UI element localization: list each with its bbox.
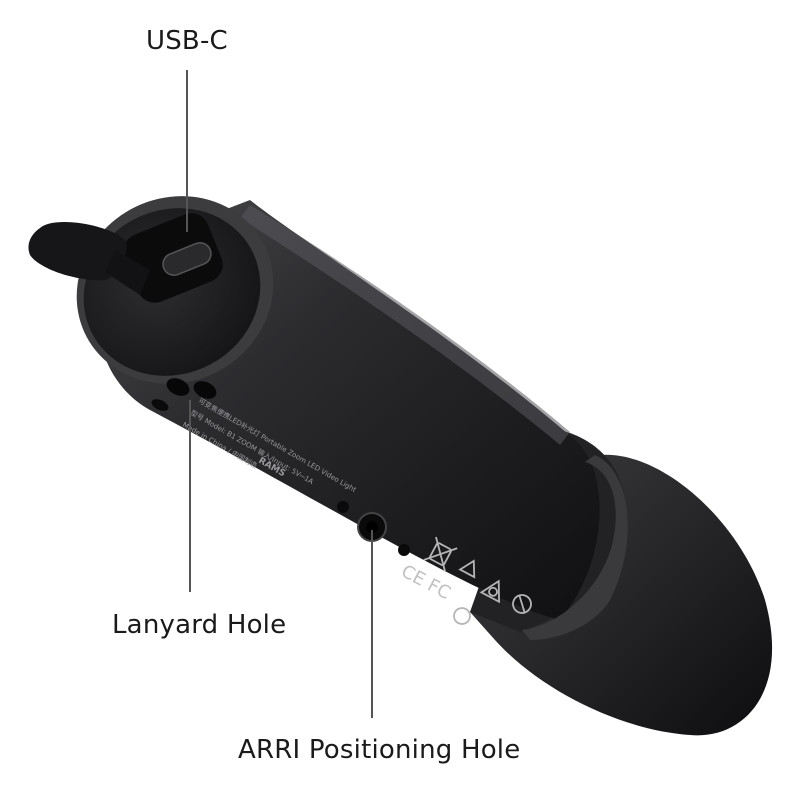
ukca-icon — [453, 607, 471, 625]
usb-c-label: USB-C — [146, 26, 228, 56]
lanyard-holes — [151, 378, 217, 411]
lanyard-hole-label: Lanyard Hole — [112, 610, 287, 640]
weee-bin-icon — [423, 536, 458, 572]
no-flame-icon — [512, 594, 532, 614]
arri-positioning-hole-label: ARRI Positioning Hole — [238, 735, 521, 765]
usb-c-port — [123, 213, 223, 303]
recycle-icon — [458, 559, 476, 579]
callout-lines — [186, 70, 373, 718]
rubber-flap — [28, 221, 150, 295]
rcm-icon — [479, 579, 501, 604]
